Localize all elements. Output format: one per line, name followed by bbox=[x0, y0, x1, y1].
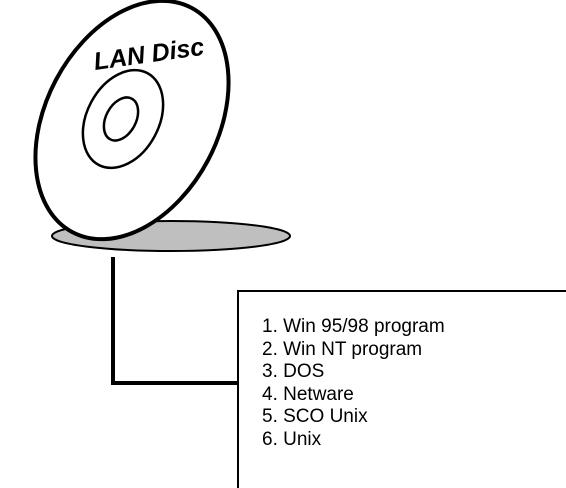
list-item: 5. SCO Unix bbox=[262, 406, 368, 427]
list-item: 1. Win 95/98 program bbox=[262, 316, 445, 337]
list-item: 6. Unix bbox=[262, 428, 322, 450]
driver-list-box bbox=[237, 290, 566, 488]
cd-disc-icon: LAN Disc bbox=[33, 0, 231, 242]
connector-line bbox=[111, 257, 238, 385]
disc-outer-rim bbox=[33, 0, 231, 242]
list-item: 4. Netware bbox=[262, 383, 354, 405]
list-item: 2. Win NT program bbox=[262, 338, 423, 360]
driver-list: 1. Win 95/98 program 2. Win NT program 3… bbox=[262, 316, 445, 451]
list-item: 3. DOS bbox=[262, 361, 325, 382]
disc-label-ring bbox=[81, 68, 165, 170]
disc-center-hole bbox=[102, 96, 140, 142]
